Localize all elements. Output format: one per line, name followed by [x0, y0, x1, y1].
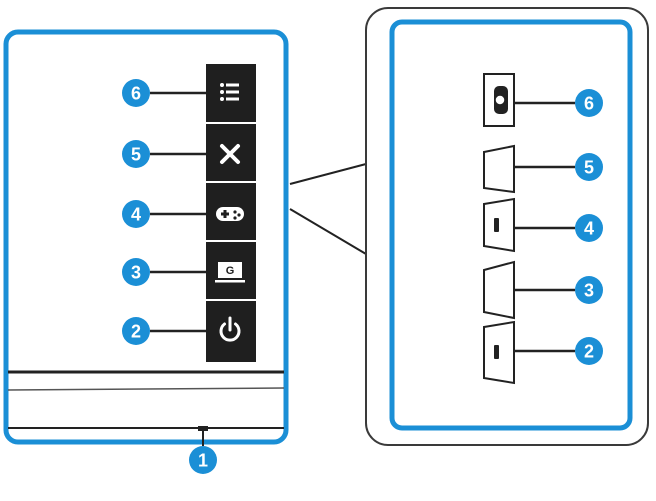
close-icon	[220, 144, 240, 164]
svg-text:5: 5	[131, 145, 141, 165]
side-keys	[483, 73, 515, 385]
badge-side-3: 3	[575, 276, 603, 304]
badge-side-4: 4	[575, 214, 603, 242]
front-leader-lines	[150, 91, 206, 446]
svg-text:3: 3	[131, 263, 141, 283]
svg-text:4: 4	[131, 205, 141, 225]
svg-text:6: 6	[584, 94, 594, 114]
svg-text:6: 6	[131, 84, 141, 104]
badge-side-6: 6	[575, 89, 603, 117]
power-icon	[219, 316, 241, 342]
svg-text:4: 4	[584, 219, 594, 239]
gamepad-icon	[216, 207, 244, 221]
zoom-lines	[289, 163, 367, 255]
side-key-2	[483, 320, 515, 385]
zoom-line-top	[289, 163, 367, 185]
badge-power-indicator-1: 1	[189, 446, 217, 474]
side-number-badges: 6 5 4 3 2	[575, 89, 603, 365]
side-key-4	[483, 197, 515, 253]
power-led-indicator	[198, 426, 208, 431]
joystick-key	[483, 73, 515, 127]
front-button-stack: G	[206, 64, 256, 362]
svg-text:3: 3	[584, 281, 594, 301]
bezel-line-mid	[7, 387, 285, 391]
zoom-line-bottom	[289, 208, 367, 255]
badge-front-5: 5	[122, 140, 150, 168]
side-leader-lines	[514, 101, 575, 353]
side-key-5	[483, 144, 515, 194]
side-key-3	[483, 260, 515, 320]
badge-side-2: 2	[575, 337, 603, 365]
svg-text:2: 2	[584, 342, 594, 362]
svg-text:1: 1	[198, 451, 208, 471]
badge-front-3: 3	[122, 258, 150, 286]
badge-side-5: 5	[575, 153, 603, 181]
badge-front-6: 6	[122, 79, 150, 107]
gameplus-icon: G	[215, 262, 245, 283]
badge-front-4: 4	[122, 200, 150, 228]
front-number-badges: 6 5 4 3 2 1	[122, 79, 217, 474]
svg-text:2: 2	[131, 322, 141, 342]
svg-text:5: 5	[584, 158, 594, 178]
menu-icon	[220, 83, 239, 101]
gameplus-icon-letter: G	[226, 265, 235, 277]
badge-front-2: 2	[122, 317, 150, 345]
